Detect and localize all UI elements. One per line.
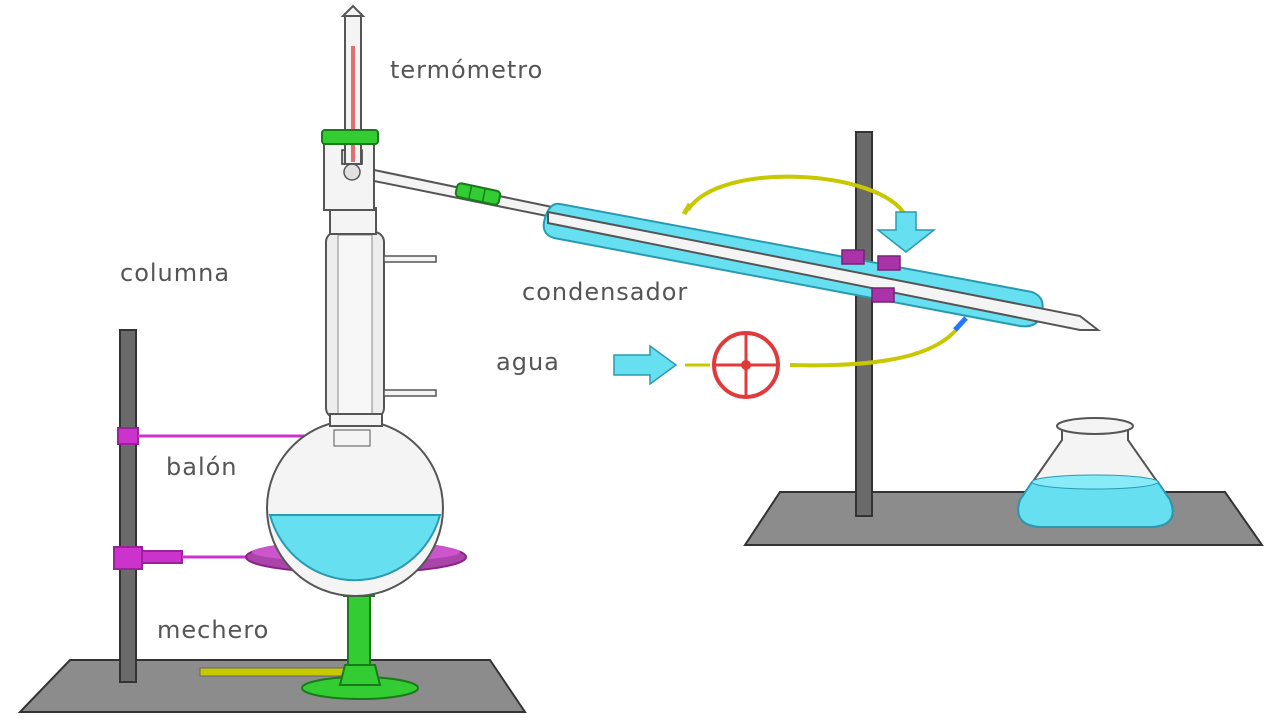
condenser-inner-tube [547,210,1101,331]
label-column: columna [120,259,230,287]
hose-inlet [789,320,964,368]
side-arm-joint [454,182,502,206]
condenser [542,202,1101,331]
round-flask [266,419,444,597]
condenser-clamp [841,249,901,303]
label-thermometer: termómetro [390,56,543,84]
left-stand-rod [119,329,137,683]
hose-outlet [686,174,907,217]
label-flask: balón [166,453,238,481]
water-outflow-arrow [875,211,937,253]
erlenmeyer-liquid [1017,481,1174,528]
thermometer-mercury [351,46,355,162]
thermometer-stopper [321,129,379,145]
label-condenser: condensador [522,278,688,306]
water-inlet-arrow [613,344,678,386]
flask-liquid [268,514,442,582]
right-stand-base [743,491,1264,546]
right-stand-rod [855,131,873,517]
bunsen-burner [199,585,419,700]
water-valve [712,331,780,399]
erlenmeyer-flask [1017,417,1174,528]
fractionating-column [325,207,437,427]
label-water: agua [496,348,560,376]
thermometer [321,4,379,165]
label-burner: mechero [157,616,269,644]
